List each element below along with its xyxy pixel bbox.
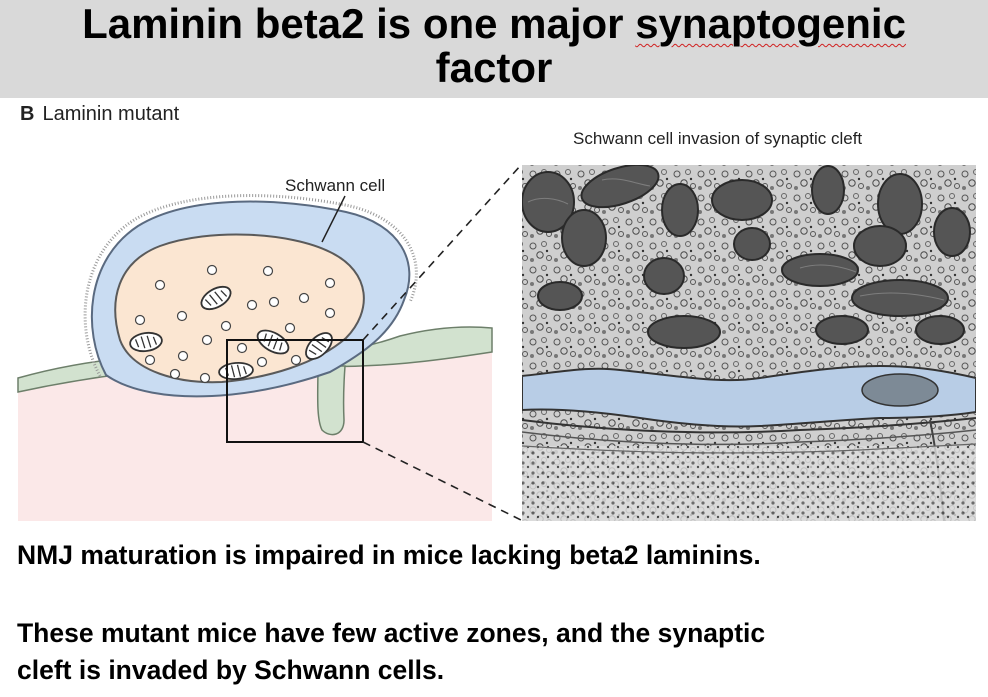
title-part1: Laminin beta2 is one major [82, 0, 636, 47]
zoom-box [226, 339, 364, 443]
junctional-fold [316, 365, 346, 436]
slide-title: Laminin beta2 is one major synaptogenic … [0, 2, 988, 90]
title-band [0, 0, 988, 98]
panel-label: B Laminin mutant [20, 103, 179, 126]
panel-title: Laminin mutant [42, 103, 180, 125]
body-text-line2b: cleft is invaded by Schwann cells. [17, 655, 445, 685]
panel-letter: B [20, 103, 35, 125]
schwann-invasion-band [522, 364, 976, 428]
synaptic-vesicles [134, 264, 336, 384]
em-caption: Schwann cell invasion of synaptic cleft [573, 129, 863, 148]
schwann-leader-line [321, 195, 346, 243]
nmj-figure [17, 164, 976, 521]
electron-micrograph [522, 165, 976, 521]
nerve-terminal [114, 233, 365, 384]
title-spellcheck-word: synaptogenic [635, 0, 906, 47]
body-text-line2a: These mutant mice have few active zones,… [17, 618, 766, 648]
zoom-line-bottom [362, 441, 522, 521]
schwann-cell-label: Schwann cell [285, 176, 386, 195]
zoom-line-top [362, 164, 522, 341]
muscle-fiber [18, 352, 492, 521]
body-text-line1: NMJ maturation is impaired in mice lacki… [17, 540, 761, 570]
title-part2: factor [435, 44, 553, 91]
body-text-line2: These mutant mice have few active zones,… [17, 615, 765, 689]
